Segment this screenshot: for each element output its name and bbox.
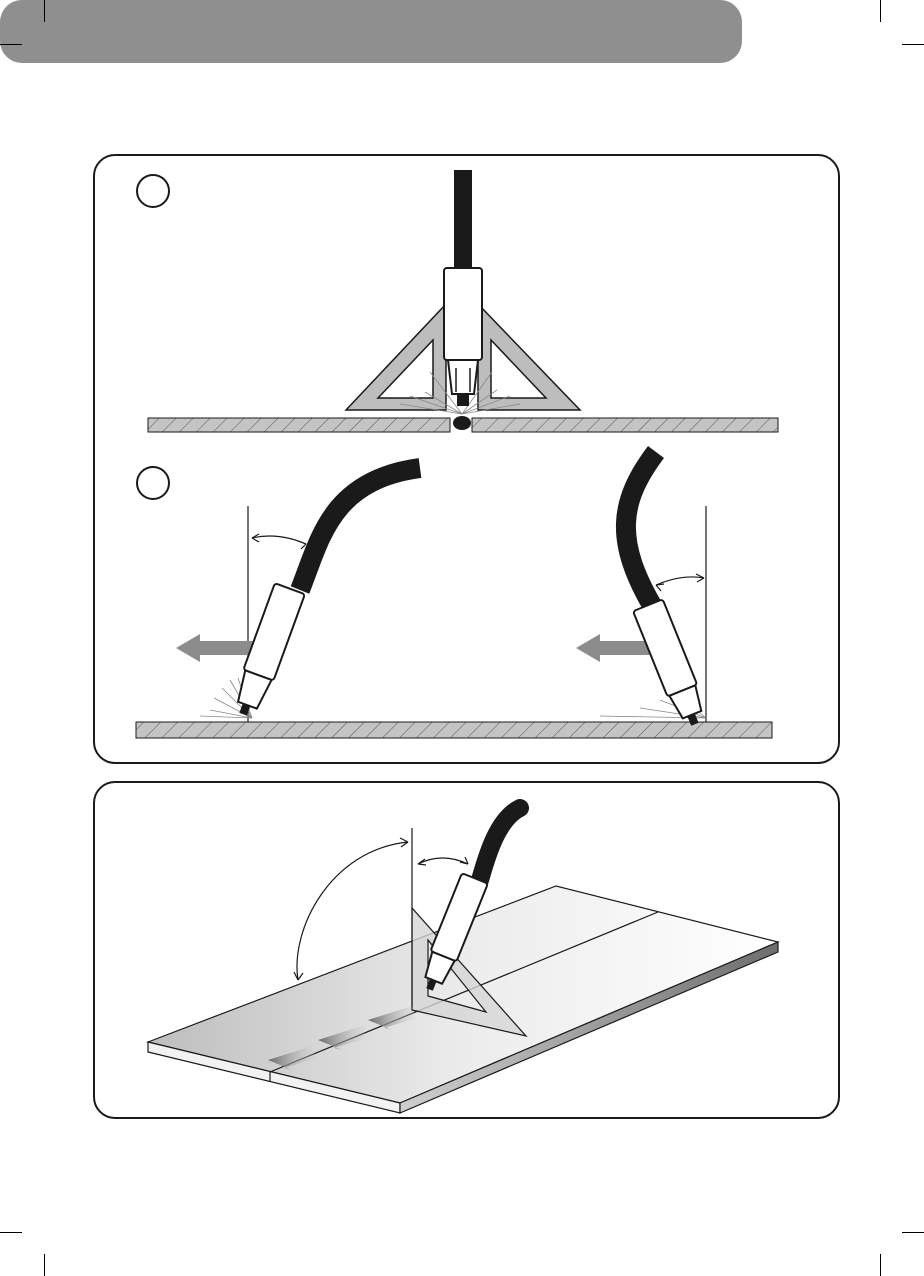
torch-nozzle [448, 360, 478, 394]
torch-handle [444, 268, 482, 360]
plate [136, 722, 772, 738]
contact-tip [457, 394, 469, 406]
left-plate [148, 418, 450, 432]
torch-handle [243, 583, 305, 680]
travel-on-plate-figure [148, 808, 778, 1113]
travel-angle-arc-icon [418, 858, 468, 864]
torch-hose [300, 468, 420, 590]
vertical-torch-figure [148, 170, 778, 432]
drag-angle-figure [576, 452, 711, 730]
left-square-icon [346, 304, 446, 410]
torch-hose [480, 808, 520, 880]
angle-arc-icon [252, 536, 306, 544]
right-plate [472, 418, 778, 432]
right-square-icon [478, 304, 580, 410]
torch-hose [454, 170, 472, 270]
torch-hose [626, 452, 656, 612]
weld-bead [453, 416, 471, 430]
